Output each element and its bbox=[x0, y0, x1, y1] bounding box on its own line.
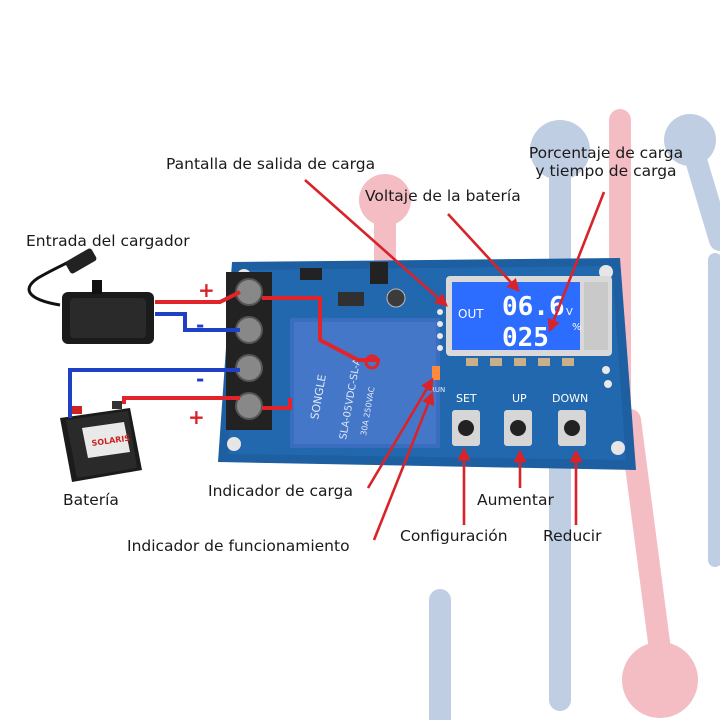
arrow-output-display bbox=[304, 179, 448, 307]
label-run-indicator: Indicador de funcionamiento bbox=[127, 537, 350, 555]
battery-bus-wire bbox=[262, 398, 292, 410]
btn-up-label: UP bbox=[512, 392, 527, 405]
lcd-voltage-unit: V bbox=[566, 307, 573, 318]
watermark-dot bbox=[530, 120, 590, 180]
lcd-connector bbox=[584, 282, 608, 350]
watermark-dot bbox=[664, 114, 716, 166]
label-battery-voltage: Voltaje de la batería bbox=[365, 187, 521, 205]
battery-negative-wire bbox=[68, 368, 240, 418]
label-output-display: Pantalla de salida de carga bbox=[166, 155, 376, 173]
pcb-board: SONGLE SLA-05VDC-SL-A 30A 250VAC OUT 06.… bbox=[218, 258, 636, 470]
lcd-out-text: OUT bbox=[458, 307, 484, 321]
relay-face bbox=[294, 322, 436, 444]
arrow-run-indicator bbox=[372, 391, 435, 541]
charge-led bbox=[432, 366, 440, 380]
battery-positive-wire bbox=[122, 396, 240, 404]
mount-hole bbox=[227, 437, 241, 451]
minus-sign: - bbox=[196, 367, 204, 391]
arrow-battery-voltage bbox=[447, 213, 520, 292]
label-charge-percent: Porcentaje de carga y tiempo de carga bbox=[528, 144, 684, 180]
btn-down-label: DOWN bbox=[552, 392, 588, 405]
down-button-cap[interactable] bbox=[564, 420, 580, 436]
plus-sign: + bbox=[198, 278, 215, 302]
label-battery: Batería bbox=[63, 491, 119, 509]
lcd-percent-text: 025 bbox=[502, 323, 549, 353]
mount-hole bbox=[599, 265, 613, 279]
charger-positive-wire bbox=[155, 290, 241, 304]
label-decrease: Reducir bbox=[543, 527, 602, 545]
arrow-charge-indicator bbox=[366, 377, 434, 489]
up-button-cap[interactable] bbox=[510, 420, 526, 436]
lcd-percent-unit: % bbox=[572, 322, 582, 333]
charger-plug bbox=[65, 248, 97, 274]
charger-cord-exit bbox=[92, 280, 102, 294]
label-setup: Configuración bbox=[400, 527, 508, 545]
plus-sign: + bbox=[188, 405, 205, 429]
charger-adapter-icon bbox=[27, 248, 154, 344]
minus-sign: - bbox=[196, 313, 204, 337]
resistor-row bbox=[466, 358, 574, 366]
charger-face bbox=[70, 298, 146, 338]
battery-terminal-negative bbox=[112, 401, 122, 409]
set-button-cap[interactable] bbox=[458, 420, 474, 436]
run-led-mark: RUN bbox=[430, 386, 445, 394]
watermark-dot bbox=[622, 642, 698, 718]
wiring bbox=[68, 290, 380, 418]
battery-terminal-positive bbox=[72, 406, 82, 414]
car-battery-icon: SOLARIS bbox=[60, 401, 142, 482]
component bbox=[338, 292, 364, 306]
label-charger-input: Entrada del cargador bbox=[26, 232, 190, 250]
mount-hole bbox=[611, 441, 625, 455]
battery-sticker bbox=[82, 422, 130, 458]
arrow-charge-percent bbox=[547, 191, 606, 333]
label-increase: Aumentar bbox=[477, 491, 554, 509]
charger-negative-wire bbox=[155, 312, 240, 332]
lcd-screen bbox=[452, 282, 580, 350]
component bbox=[370, 262, 388, 284]
output-wire-node bbox=[364, 354, 380, 370]
component bbox=[300, 268, 322, 280]
capacitor bbox=[386, 288, 406, 308]
callout-arrows bbox=[304, 179, 606, 541]
label-charge-indicator: Indicador de carga bbox=[208, 482, 353, 500]
btn-set-label: SET bbox=[456, 392, 477, 405]
